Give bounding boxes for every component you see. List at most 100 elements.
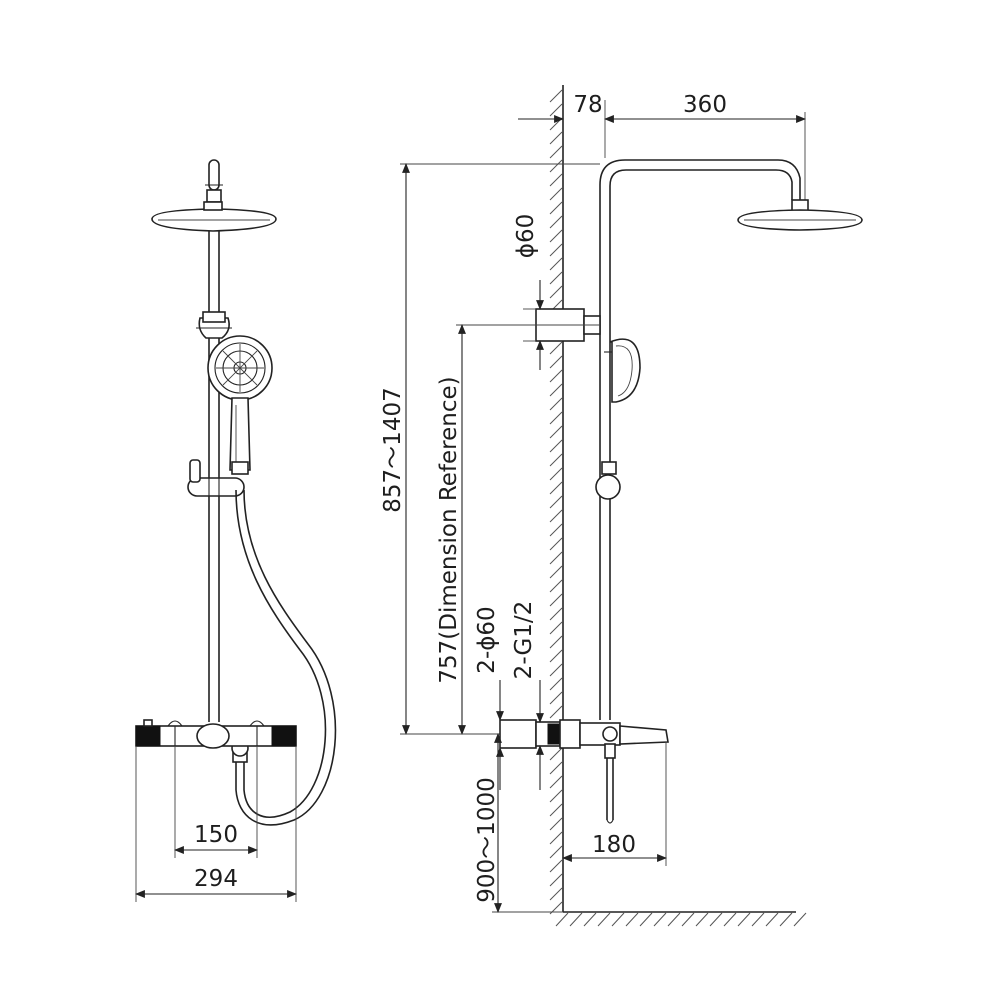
- dimension-spout-projection: 180: [562, 742, 667, 866]
- floor-hatch-line: [583, 912, 597, 927]
- dim-label-294: 294: [194, 866, 238, 892]
- dim-label-180: 180: [592, 832, 636, 858]
- wall-hatch-line: [549, 607, 563, 621]
- mixer-side: [400, 719, 669, 824]
- wall-hatch-line: [549, 131, 563, 145]
- wall-hatch-line: [549, 635, 563, 649]
- dim-label-2-g1-2: 2-G1/2: [511, 601, 537, 680]
- floor-hatch-line: [625, 912, 639, 927]
- dimension-mixer-width: 294: [135, 746, 297, 902]
- wall-hatch-line: [549, 257, 563, 271]
- wall-hatch-line: [549, 831, 563, 845]
- wall-hatch-line: [549, 271, 563, 285]
- thermostatic-mixer-front: [135, 719, 297, 749]
- wall-hatch-line: [549, 369, 563, 383]
- dimension-arm-reach: 360: [604, 92, 806, 206]
- dim-label-857-1407: 857～1407: [380, 387, 406, 512]
- wall-hatch-line: [549, 551, 563, 565]
- wall-hatch-line: [549, 691, 563, 705]
- wall-hatch-line: [549, 621, 563, 635]
- dimension-inlet-thread: 2-G1/2: [511, 601, 544, 790]
- dim-label-757-reference: 757(Dimension Reference): [436, 376, 462, 683]
- wall-hatch-line: [549, 775, 563, 789]
- wall-hatch-line: [549, 383, 563, 397]
- wall-hatch-line: [549, 803, 563, 817]
- wall-hatch-line: [549, 887, 563, 901]
- floor-hatch-line: [569, 912, 583, 927]
- floor-hatch-line: [779, 912, 793, 927]
- shower-arm-side: [599, 159, 801, 720]
- wall-hatch-line: [549, 789, 563, 803]
- overhead-connector-front: [205, 159, 223, 203]
- wall-bracket-side: [535, 308, 601, 342]
- wall-hatch-line: [549, 705, 563, 719]
- wall-hatch-line: [549, 537, 563, 551]
- dim-label-2-phi60: 2-ϕ60: [474, 606, 500, 673]
- wall-hatch-line: [549, 495, 563, 509]
- wall-hatch-line: [549, 397, 563, 411]
- wall-hatch-line: [549, 677, 563, 691]
- floor-hatch-line: [555, 912, 569, 927]
- wall-hatch-line: [549, 467, 563, 481]
- dimension-bracket-diameter: ϕ60: [513, 214, 544, 370]
- wall-hatch-line: [549, 425, 563, 439]
- wall-hatch-line: [549, 649, 563, 663]
- side-view: 78 360 ϕ60: [380, 85, 863, 927]
- dimension-wall-offset: 78: [518, 92, 628, 158]
- wall-hatch-line: [549, 159, 563, 173]
- wall-hatch-line: [549, 117, 563, 131]
- floor-hatch-line: [667, 912, 681, 927]
- dimension-reference-height: 757(Dimension Reference): [436, 324, 536, 735]
- floor-hatch-line: [653, 912, 667, 927]
- wall-hatch-line: [549, 663, 563, 677]
- wall-hatch-line: [549, 817, 563, 831]
- dimension-install-height: 900～1000: [474, 733, 563, 913]
- wall-hatch-line: [549, 761, 563, 775]
- wall-hatch-line: [549, 411, 563, 425]
- floor-hatch-line: [597, 912, 611, 927]
- floor-hatch-line: [695, 912, 709, 927]
- wall-hatch-line: [549, 845, 563, 859]
- wall-hatch-line: [549, 523, 563, 537]
- wall-hatch-line: [549, 229, 563, 243]
- wall-hatch-line: [549, 859, 563, 873]
- floor-hatch-line: [709, 912, 723, 927]
- riser-pipe-front: [208, 231, 220, 722]
- wall-hatch-line: [549, 103, 563, 117]
- wall-hatch-line: [549, 187, 563, 201]
- dim-label-900-1000: 900～1000: [474, 777, 500, 902]
- floor-hatch-line: [681, 912, 695, 927]
- wall-hatch-line: [549, 593, 563, 607]
- wall-hatch-line: [549, 439, 563, 453]
- wall-hatch-line: [549, 873, 563, 887]
- dimension-inlet-centers: 150: [174, 746, 258, 858]
- overhead-shower-head-side: [737, 199, 863, 231]
- slider-holder-front: [187, 459, 245, 497]
- wall-hatch-line: [549, 89, 563, 103]
- hand-shower-front: [207, 335, 273, 475]
- wall-hatch-line: [549, 355, 563, 369]
- floor-hatch-line: [639, 912, 653, 927]
- dim-label-360: 360: [683, 92, 727, 118]
- floor-hatch-line: [737, 912, 751, 927]
- floor-section: [555, 911, 807, 927]
- wall-hatch-line: [549, 747, 563, 761]
- floor-hatch-line: [765, 912, 779, 927]
- dim-label-150: 150: [194, 822, 238, 848]
- front-view: 150 294: [135, 159, 337, 902]
- wall-hatch-line: [549, 285, 563, 299]
- wall-bracket-front: [196, 311, 232, 339]
- wall-hatch-line: [549, 579, 563, 593]
- wall-hatch-line: [549, 173, 563, 187]
- overhead-shower-head-front: [151, 201, 277, 232]
- hose-front: [231, 489, 337, 826]
- wall-section: [549, 85, 564, 915]
- dimension-total-height: 857～1407: [380, 163, 600, 735]
- floor-hatch-line: [723, 912, 737, 927]
- floor-hatch-line: [793, 912, 807, 927]
- wall-hatch-line: [549, 481, 563, 495]
- dim-label-phi60: ϕ60: [513, 214, 539, 258]
- hand-shower-side: [595, 338, 641, 500]
- wall-hatch-line: [549, 215, 563, 229]
